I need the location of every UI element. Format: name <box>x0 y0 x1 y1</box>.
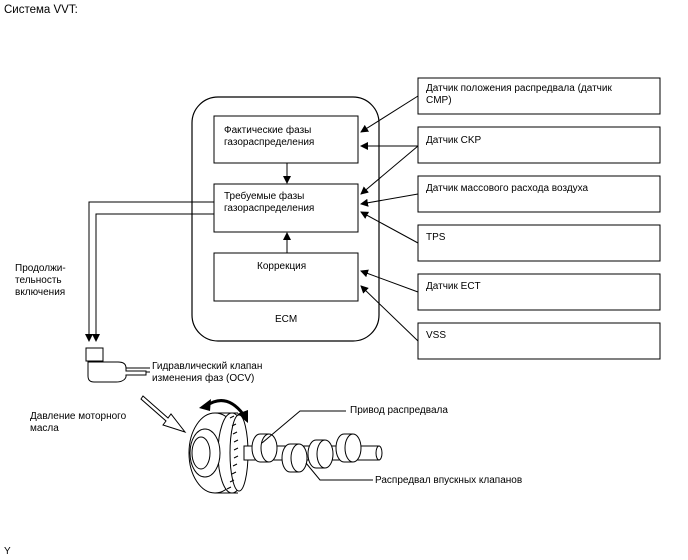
ocv-valve-icon <box>85 347 150 383</box>
vss-arrow <box>360 285 419 342</box>
intake-cam-leader <box>305 462 373 481</box>
ocv-label: Гидравлический клапан изменения фаз (OCV… <box>152 361 263 384</box>
duty-label: Продолжи- тельность включения <box>15 263 66 298</box>
footer-code: Y <box>4 546 11 557</box>
sensor-label-vss: VSS <box>426 330 447 341</box>
duty-signal-line-inner <box>92 213 214 342</box>
camshaft-gear <box>188 412 249 494</box>
sensor-label-ect: Датчик ECT <box>426 281 481 292</box>
cmp-arrow <box>360 95 419 133</box>
ckp-arrow-target <box>360 145 419 195</box>
target-phases-label: Требуемые фазы газораспределения <box>224 191 315 214</box>
sensor-box-ckp <box>417 126 661 164</box>
cam-drive-leader <box>261 410 346 444</box>
duty-signal-line-outer <box>85 201 214 342</box>
cam-drive-label: Привод распредвала <box>350 405 448 416</box>
tps-arrow <box>360 211 419 244</box>
oil-pressure-label: Давление моторного масла <box>30 411 127 434</box>
correction-box <box>213 252 359 302</box>
actual-phases-label: Фактические фазы газораспределения <box>224 125 315 148</box>
cam-drive-rotation-arrow <box>205 399 245 415</box>
sensor-label-maf: Датчик массового расхода воздуха <box>426 183 589 194</box>
intake-camshaft <box>243 433 383 473</box>
ecm-box <box>191 96 380 342</box>
sensor-label-ckp: Датчик CKP <box>426 135 482 146</box>
ect-arrow <box>360 269 419 293</box>
sensor-box-tps <box>417 224 661 262</box>
intake-cam-label: Распредвал впускных клапанов <box>375 475 523 486</box>
sensor-label-cmp: Датчик положения распредвала (датчик CMP… <box>426 83 612 106</box>
sensor-label-tps: TPS <box>426 232 446 243</box>
oil-pressure-arrow <box>140 395 187 433</box>
sensor-box-vss <box>417 322 661 360</box>
maf-arrow <box>360 193 419 207</box>
correction-label: Коррекция <box>257 261 307 272</box>
page-title: Система VVT: <box>4 4 78 16</box>
ecm-label: ECM <box>275 314 298 325</box>
actual-phases-box <box>213 115 359 164</box>
